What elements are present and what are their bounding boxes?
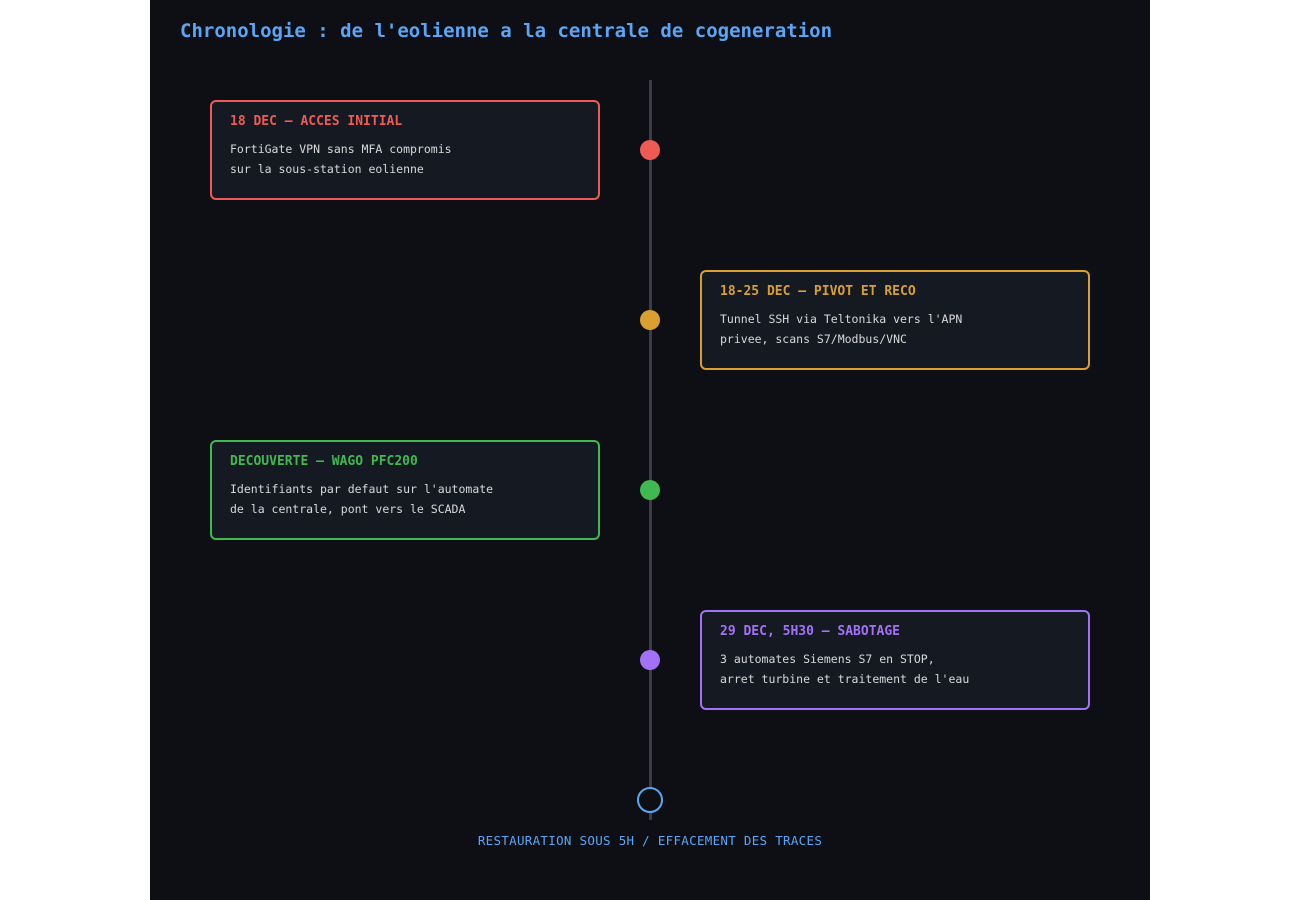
event-description-line: de la centrale, pont vers le SCADA xyxy=(230,502,466,516)
event-title: 18-25 DEC — PIVOT ET RECO xyxy=(720,284,916,299)
event-card-pivot-recon: 18-25 DEC — PIVOT ET RECO Tunnel SSH via… xyxy=(700,270,1090,370)
event-description-line: Tunnel SSH via Teltonika vers l'APN xyxy=(720,312,963,326)
event-title: DECOUVERTE — WAGO PFC200 xyxy=(230,454,418,469)
event-description-line: privee, scans S7/Modbus/VNC xyxy=(720,332,907,346)
event-description-line: FortiGate VPN sans MFA compromis xyxy=(230,142,452,156)
event-card-discovery: DECOUVERTE — WAGO PFC200 Identifiants pa… xyxy=(210,440,600,540)
diagram-title: Chronologie : de l'eolienne a la central… xyxy=(180,20,833,42)
timeline-end-marker xyxy=(637,787,663,813)
timeline-marker xyxy=(640,650,660,670)
event-description-line: Identifiants par defaut sur l'automate xyxy=(230,482,494,496)
timeline-marker xyxy=(640,310,660,330)
event-card-sabotage: 29 DEC, 5H30 — SABOTAGE 3 automates Siem… xyxy=(700,610,1090,710)
event-description-line: arret turbine et traitement de l'eau xyxy=(720,672,970,686)
event-description-line: sur la sous-station eolienne xyxy=(230,162,424,176)
event-description-line: 3 automates Siemens S7 en STOP, xyxy=(720,652,935,666)
event-card-initial-access: 18 DEC — ACCES INITIAL FortiGate VPN san… xyxy=(210,100,600,200)
timeline-footer: RESTAURATION SOUS 5H / EFFACEMENT DES TR… xyxy=(477,833,823,848)
event-title: 18 DEC — ACCES INITIAL xyxy=(230,114,403,129)
event-title: 29 DEC, 5H30 — SABOTAGE xyxy=(720,624,901,639)
timeline-canvas: Chronologie : de l'eolienne a la central… xyxy=(150,0,1150,900)
timeline-spine xyxy=(649,80,652,820)
timeline-marker xyxy=(640,140,660,160)
timeline-marker xyxy=(640,480,660,500)
